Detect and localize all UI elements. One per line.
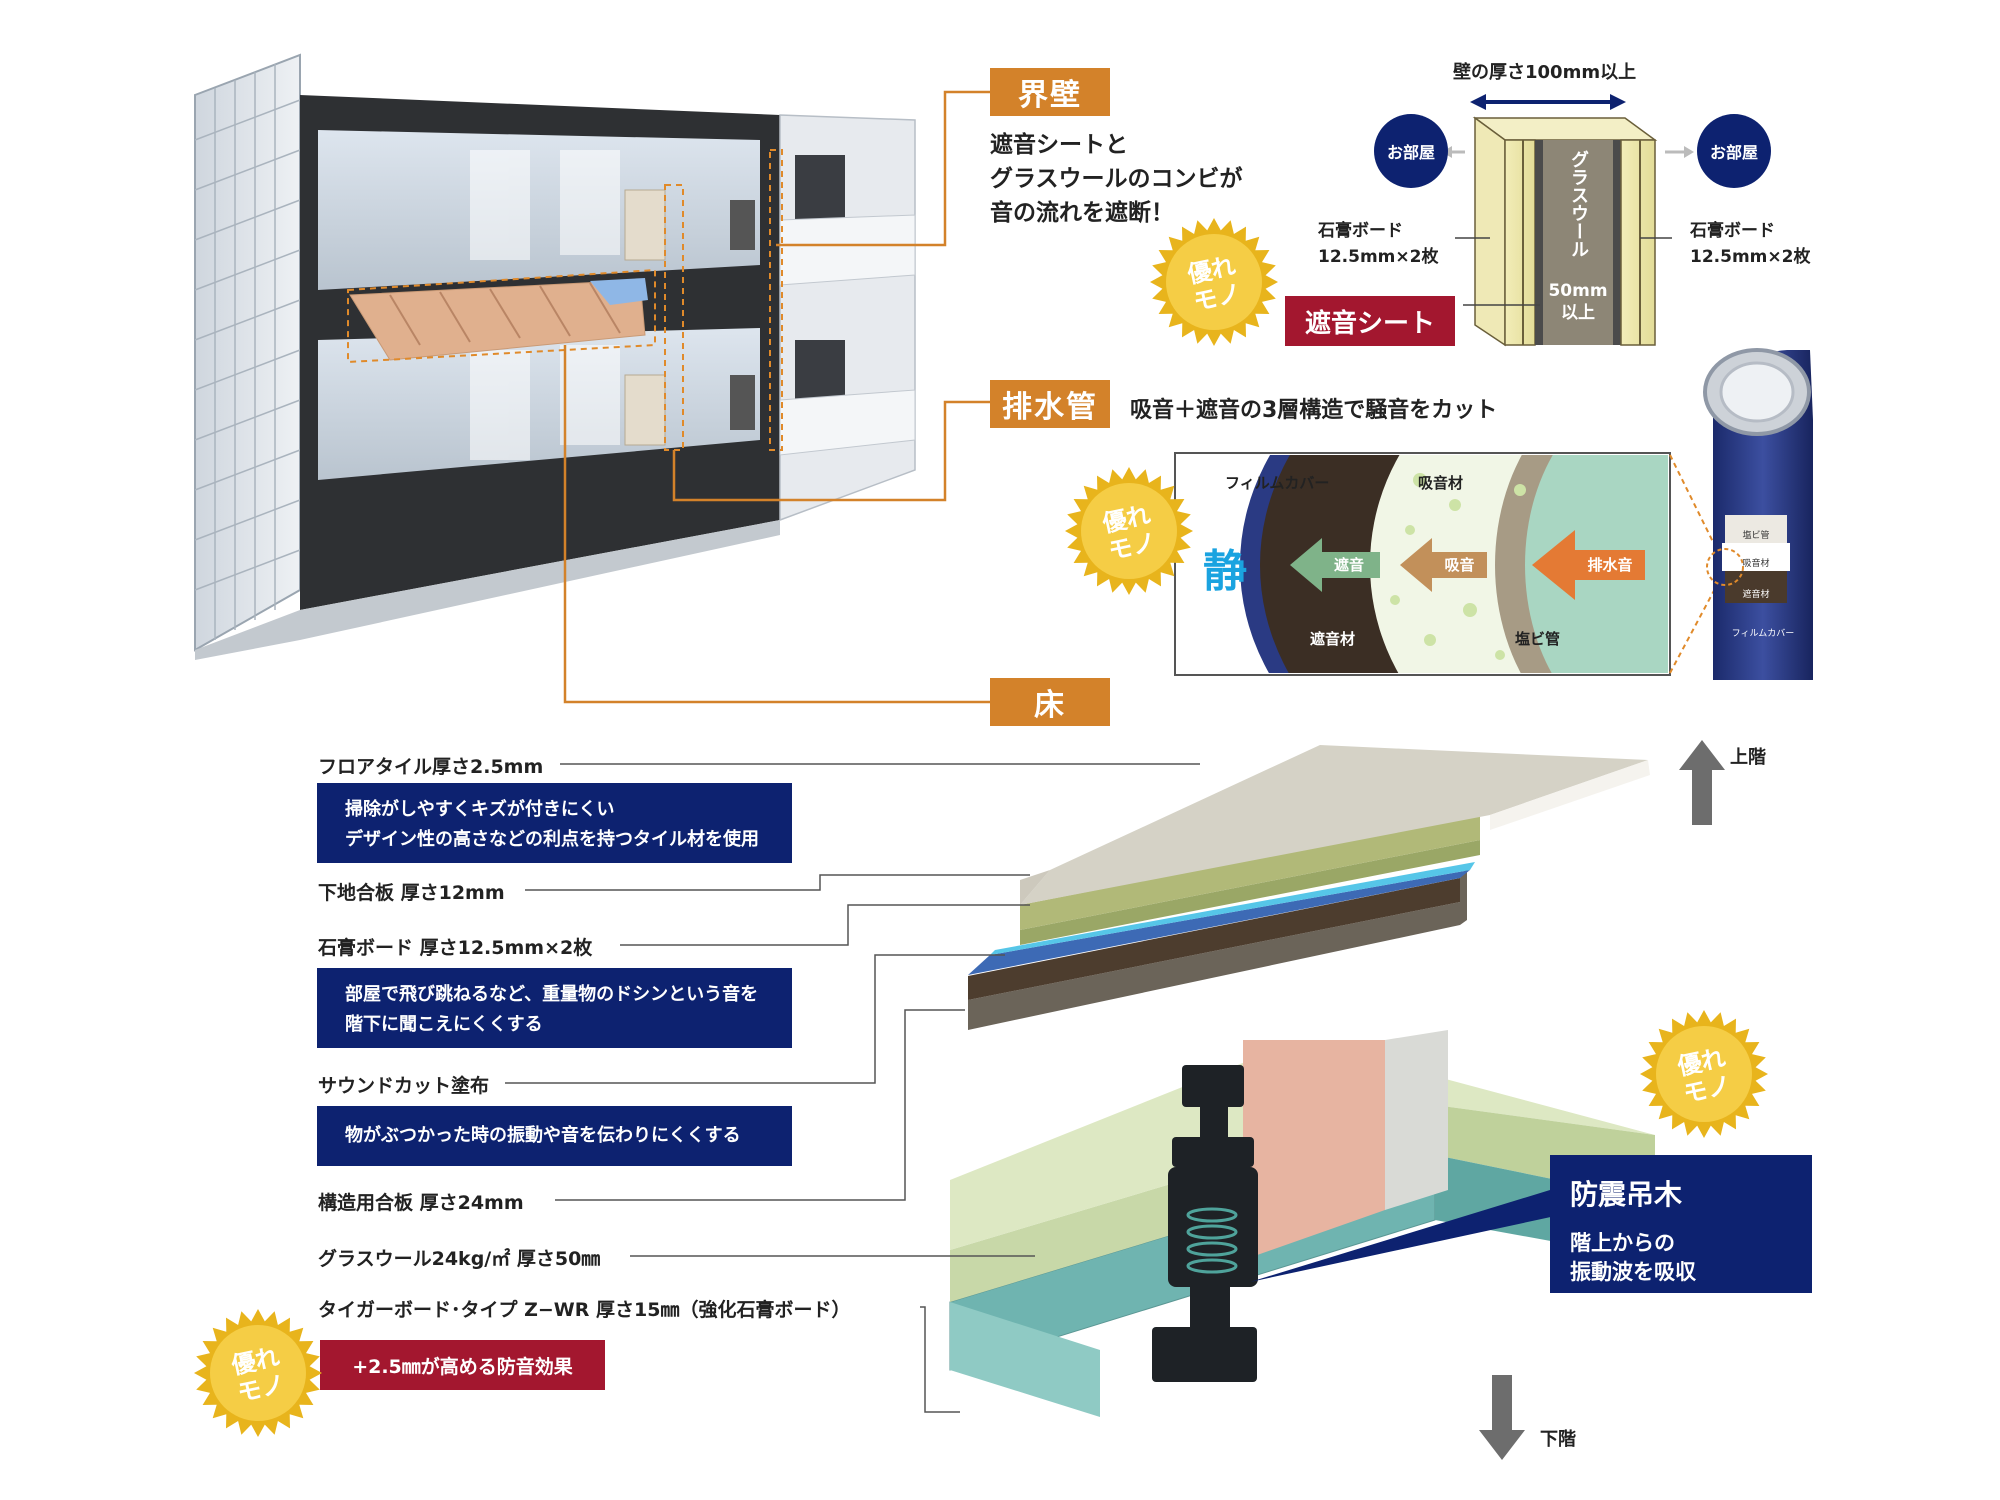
hanger-desc-line: 振動波を吸収 xyxy=(1570,1260,1696,1284)
glass-wool-dim-line: 以上 xyxy=(1561,303,1595,323)
sound-cut-note-line: 物がぶつかった時の振動や音を伝わりにくくする xyxy=(345,1125,741,1146)
wall-desc-line: グラスウールのコンビが xyxy=(990,166,1243,192)
pipe-layer-diagram xyxy=(1174,452,1718,676)
pipe-layer-block: 遮音材 xyxy=(1742,590,1770,600)
quality-badge-icon: 優れモノ xyxy=(1638,1008,1770,1140)
pipe-layer-pvc: 塩ビ管 xyxy=(1742,531,1770,541)
up-arrow-icon xyxy=(1679,740,1725,825)
tiger-board-note: +2.5㎜が高める防音効果 xyxy=(320,1340,605,1390)
board-right-line: 12.5mm×2枚 xyxy=(1690,247,1811,267)
quality-badge-icon: 優れモノ xyxy=(1148,216,1280,348)
upstairs-label: 上階 xyxy=(1730,747,1766,768)
pipe-product-illustration xyxy=(1703,348,1813,680)
board-right-line: 石膏ボード xyxy=(1690,221,1775,241)
wall-thickness-label: 壁の厚さ100mm以上 xyxy=(1453,62,1637,83)
floor-glass-wool-label: グラスウール24kg/㎡ 厚さ50㎜ xyxy=(318,1248,601,1270)
pipe-tag-label: 排水管 xyxy=(1002,390,1098,425)
pipe-tag: 排水管 xyxy=(990,380,1110,428)
board-left-line: 石膏ボード xyxy=(1318,221,1403,241)
leader-lines xyxy=(563,90,990,704)
room-left-label: お部屋 xyxy=(1386,143,1435,162)
arrow-block-label: 遮音 xyxy=(1333,556,1364,574)
subfloor-plywood-label: 下地合板 厚さ12mm xyxy=(318,882,505,904)
floor-tile-note-line: デザイン性の高さなどの利点を持つタイル材を使用 xyxy=(345,829,759,850)
hanger-desc-line: 階上からの xyxy=(1570,1231,1675,1255)
arrow-drain-label: 排水音 xyxy=(1587,556,1633,574)
room-right-circle xyxy=(1697,114,1771,188)
floor-tag-label: 床 xyxy=(1034,688,1066,723)
glass-wool-label: グラスウール xyxy=(1568,150,1589,258)
structural-plywood-label: 構造用合板 厚さ24mm xyxy=(318,1192,524,1214)
quality-badge-icon: 優れモノ xyxy=(192,1307,324,1439)
board-left-label: 石膏ボード 12.5mm×2枚 xyxy=(1318,218,1438,270)
gypsum-board-note: 部屋で飛び跳ねるなど、重量物のドシンという音を 階下に聞こえにくくする xyxy=(317,968,792,1048)
floor-tile-note: 掃除がしやすくキズが付きにくい デザイン性の高さなどの利点を持つタイル材を使用 xyxy=(317,783,792,863)
downstairs-label: 下階 xyxy=(1540,1429,1576,1450)
wall-description: 遮音シートと グラスウールのコンビが 音の流れを遮断！ xyxy=(990,128,1243,230)
building-illustration xyxy=(194,53,916,660)
block-material-label: 遮音材 xyxy=(1310,630,1356,648)
room-left-circle xyxy=(1374,114,1448,188)
sound-sheet-label: 遮音シート xyxy=(1285,296,1455,346)
gypsum-note-line: 部屋で飛び跳ねるなど、重量物のドシンという音を xyxy=(345,984,759,1005)
arrow-absorb-label: 吸音 xyxy=(1444,556,1475,574)
absorb-material-label: 吸音材 xyxy=(1418,474,1464,492)
room-right-label: お部屋 xyxy=(1709,143,1758,162)
pipe-layer-film: フィルムカバー xyxy=(1731,629,1795,639)
quality-badge-icon: 優れモノ xyxy=(1063,465,1195,597)
floor-tile-note-line: 掃除がしやすくキズが付きにくい xyxy=(345,799,615,820)
hanger-title: 防震吊木 xyxy=(1570,1178,1683,1211)
wall-desc-line: 遮音シートと xyxy=(990,132,1128,158)
wall-desc-line: 音の流れを遮断！ xyxy=(990,200,1174,226)
glass-wool-dim-line: 50mm xyxy=(1548,281,1608,301)
quiet-symbol: 静 xyxy=(1203,546,1247,597)
floor-tile-label: フロアタイル厚さ2.5mm xyxy=(318,756,544,778)
board-left-line: 12.5mm×2枚 xyxy=(1318,247,1439,267)
film-cover-label: フィルムカバー xyxy=(1225,474,1330,492)
gypsum-note-line: 階下に聞こえにくくする xyxy=(345,1014,543,1035)
wall-section-illustration xyxy=(1442,94,1694,347)
hanger-callout-pointer xyxy=(1250,1190,1560,1282)
hanger-description: 階上からの 振動波を吸収 xyxy=(1570,1229,1792,1287)
pvc-pipe-label: 塩ビ管 xyxy=(1515,630,1561,648)
glass-wool-dims: 50mm 以上 xyxy=(1543,280,1613,324)
board-right-label: 石膏ボード 12.5mm×2枚 xyxy=(1690,218,1810,270)
sound-cut-note: 物がぶつかった時の振動や音を伝わりにくくする xyxy=(317,1106,792,1166)
tiger-board-label: タイガーボード･タイプ Z−WR 厚さ15㎜（強化石膏ボード） xyxy=(318,1299,851,1321)
floor-leader-lines xyxy=(505,763,1200,1413)
pipe-layer-absorb: 吸音材 xyxy=(1742,559,1770,569)
gypsum-board-label: 石膏ボード 厚さ12.5mm×2枚 xyxy=(318,937,593,959)
floor-layers-illustration xyxy=(949,745,1655,1417)
sound-cut-coating-label: サウンドカット塗布 xyxy=(318,1075,490,1097)
wall-tag: 界壁 xyxy=(990,68,1110,116)
hanger-callout: 防震吊木 階上からの 振動波を吸収 xyxy=(1550,1155,1812,1293)
down-arrow-icon xyxy=(1479,1375,1525,1460)
wall-tag-label: 界壁 xyxy=(1018,78,1082,113)
pipe-description: 吸音＋遮音の3層構造で騒音をカット xyxy=(1130,398,1498,423)
floor-tag: 床 xyxy=(990,678,1110,726)
